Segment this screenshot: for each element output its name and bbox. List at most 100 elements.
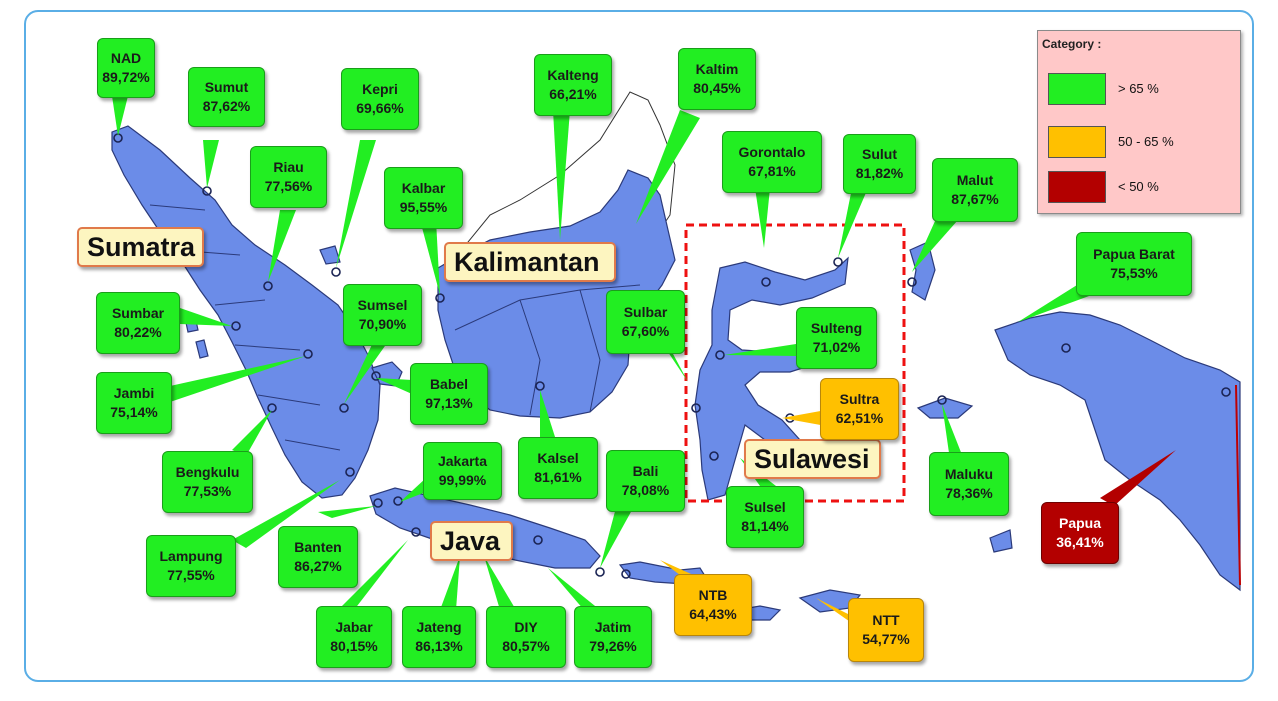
legend: Category : > 65 % 50 - 65 % < 50 % bbox=[1037, 30, 1241, 214]
province-value: 86,13% bbox=[415, 638, 463, 654]
province-name: Sulteng bbox=[810, 320, 863, 336]
province-name: Jateng bbox=[416, 619, 462, 635]
province-value: 79,26% bbox=[589, 638, 637, 654]
province-name: Sumut bbox=[204, 79, 249, 95]
province-value: 80,22% bbox=[114, 324, 162, 340]
province-value: 69,66% bbox=[356, 100, 404, 116]
province-value: 87,62% bbox=[202, 98, 251, 114]
province-value: 95,55% bbox=[399, 199, 448, 215]
callout-kaltim: Kaltim 80,45% bbox=[678, 48, 756, 110]
province-value: 87,67% bbox=[951, 191, 999, 207]
province-name: Sumbar bbox=[111, 305, 165, 321]
legend-title: Category : bbox=[1042, 37, 1102, 51]
callout-kalsel: Kalsel 81,61% bbox=[518, 437, 598, 499]
riau-islands bbox=[319, 245, 341, 265]
province-value: 67,60% bbox=[621, 323, 670, 339]
province-name: Lampung bbox=[159, 548, 223, 564]
province-name: Jambi bbox=[113, 385, 155, 401]
callout-jakarta: Jakarta 99,99% bbox=[423, 442, 502, 500]
province-name: Jatim bbox=[594, 619, 632, 635]
legend-swatch-orange bbox=[1048, 126, 1106, 158]
callout-kalteng: Kalteng 66,21% bbox=[534, 54, 612, 116]
province-name: Kalsel bbox=[537, 450, 579, 466]
callout-sulbar: Sulbar 67,60% bbox=[606, 290, 685, 354]
legend-label-green: > 65 % bbox=[1118, 81, 1159, 96]
province-name: Kalbar bbox=[401, 180, 446, 196]
province-value: 66,21% bbox=[549, 86, 597, 102]
province-value: 54,77% bbox=[862, 631, 910, 647]
callout-gorontalo: Gorontalo 67,81% bbox=[722, 131, 822, 193]
province-name: Jakarta bbox=[437, 453, 488, 469]
province-name: Kepri bbox=[362, 81, 398, 97]
callout-sulut: Sulut 81,82% bbox=[843, 134, 916, 194]
callout-maluku: Maluku 78,36% bbox=[929, 452, 1009, 516]
province-name: Papua Barat bbox=[1093, 246, 1175, 262]
seram-island bbox=[916, 397, 974, 419]
province-name: Papua bbox=[1058, 515, 1101, 531]
legend-swatch-green bbox=[1048, 73, 1106, 105]
province-value: 86,27% bbox=[294, 558, 342, 574]
province-name: Sulsel bbox=[744, 499, 786, 515]
callout-kalbar: Kalbar 95,55% bbox=[384, 167, 463, 229]
callout-malut: Malut 87,67% bbox=[932, 158, 1018, 222]
province-name: Sulbar bbox=[623, 304, 668, 320]
callout-babel: Babel 97,13% bbox=[410, 363, 488, 425]
province-name: Malut bbox=[956, 172, 994, 188]
province-name: Riau bbox=[273, 159, 304, 175]
callout-jambi: Jambi 75,14% bbox=[96, 372, 172, 434]
province-name: Sulut bbox=[862, 146, 897, 162]
province-name: Gorontalo bbox=[738, 144, 806, 160]
province-name: Maluku bbox=[944, 466, 994, 482]
province-value: 64,43% bbox=[689, 606, 737, 622]
province-value: 67,81% bbox=[748, 163, 796, 179]
province-value: 78,08% bbox=[621, 482, 670, 498]
province-name: Kaltim bbox=[695, 61, 739, 77]
callout-lampung: Lampung 77,55% bbox=[146, 535, 236, 597]
province-value: 97,13% bbox=[425, 395, 473, 411]
legend-swatch-red bbox=[1048, 171, 1106, 203]
province-value: 80,45% bbox=[693, 80, 741, 96]
callout-jateng: Jateng 86,13% bbox=[402, 606, 476, 668]
province-name: Bali bbox=[632, 463, 659, 479]
province-value: 81,82% bbox=[855, 165, 904, 181]
papua-landmass bbox=[994, 311, 1241, 592]
province-name: NAD bbox=[110, 50, 142, 66]
callout-pointers bbox=[112, 96, 1176, 626]
province-name: Babel bbox=[429, 376, 469, 392]
island-label-sulawesi: Sulawesi bbox=[744, 439, 881, 479]
kalimantan-province-borders bbox=[454, 284, 641, 416]
siberut-island bbox=[195, 339, 209, 359]
province-value: 89,72% bbox=[102, 69, 150, 85]
province-name: Kalteng bbox=[547, 67, 599, 83]
province-value: 77,55% bbox=[167, 567, 215, 583]
callout-kepri: Kepri 69,66% bbox=[341, 68, 419, 130]
province-value: 81,14% bbox=[741, 518, 789, 534]
province-value: 80,15% bbox=[330, 638, 378, 654]
province-value: 78,36% bbox=[945, 485, 993, 501]
province-name: Sumsel bbox=[357, 297, 408, 313]
callout-sulsel: Sulsel 81,14% bbox=[726, 486, 804, 548]
legend-label-orange: 50 - 65 % bbox=[1118, 134, 1174, 149]
province-dots bbox=[113, 133, 1231, 579]
tanimbar-island bbox=[989, 529, 1013, 553]
callout-sumbar: Sumbar 80,22% bbox=[96, 292, 180, 354]
callout-ntt: NTT 54,77% bbox=[848, 598, 924, 662]
province-value: 99,99% bbox=[438, 472, 487, 488]
legend-label-red: < 50 % bbox=[1118, 179, 1159, 194]
province-value: 80,57% bbox=[502, 638, 550, 654]
province-name: Bengkulu bbox=[175, 464, 240, 480]
province-value: 75,14% bbox=[110, 404, 158, 420]
province-value: 81,61% bbox=[534, 469, 582, 485]
province-name: NTT bbox=[872, 612, 900, 628]
